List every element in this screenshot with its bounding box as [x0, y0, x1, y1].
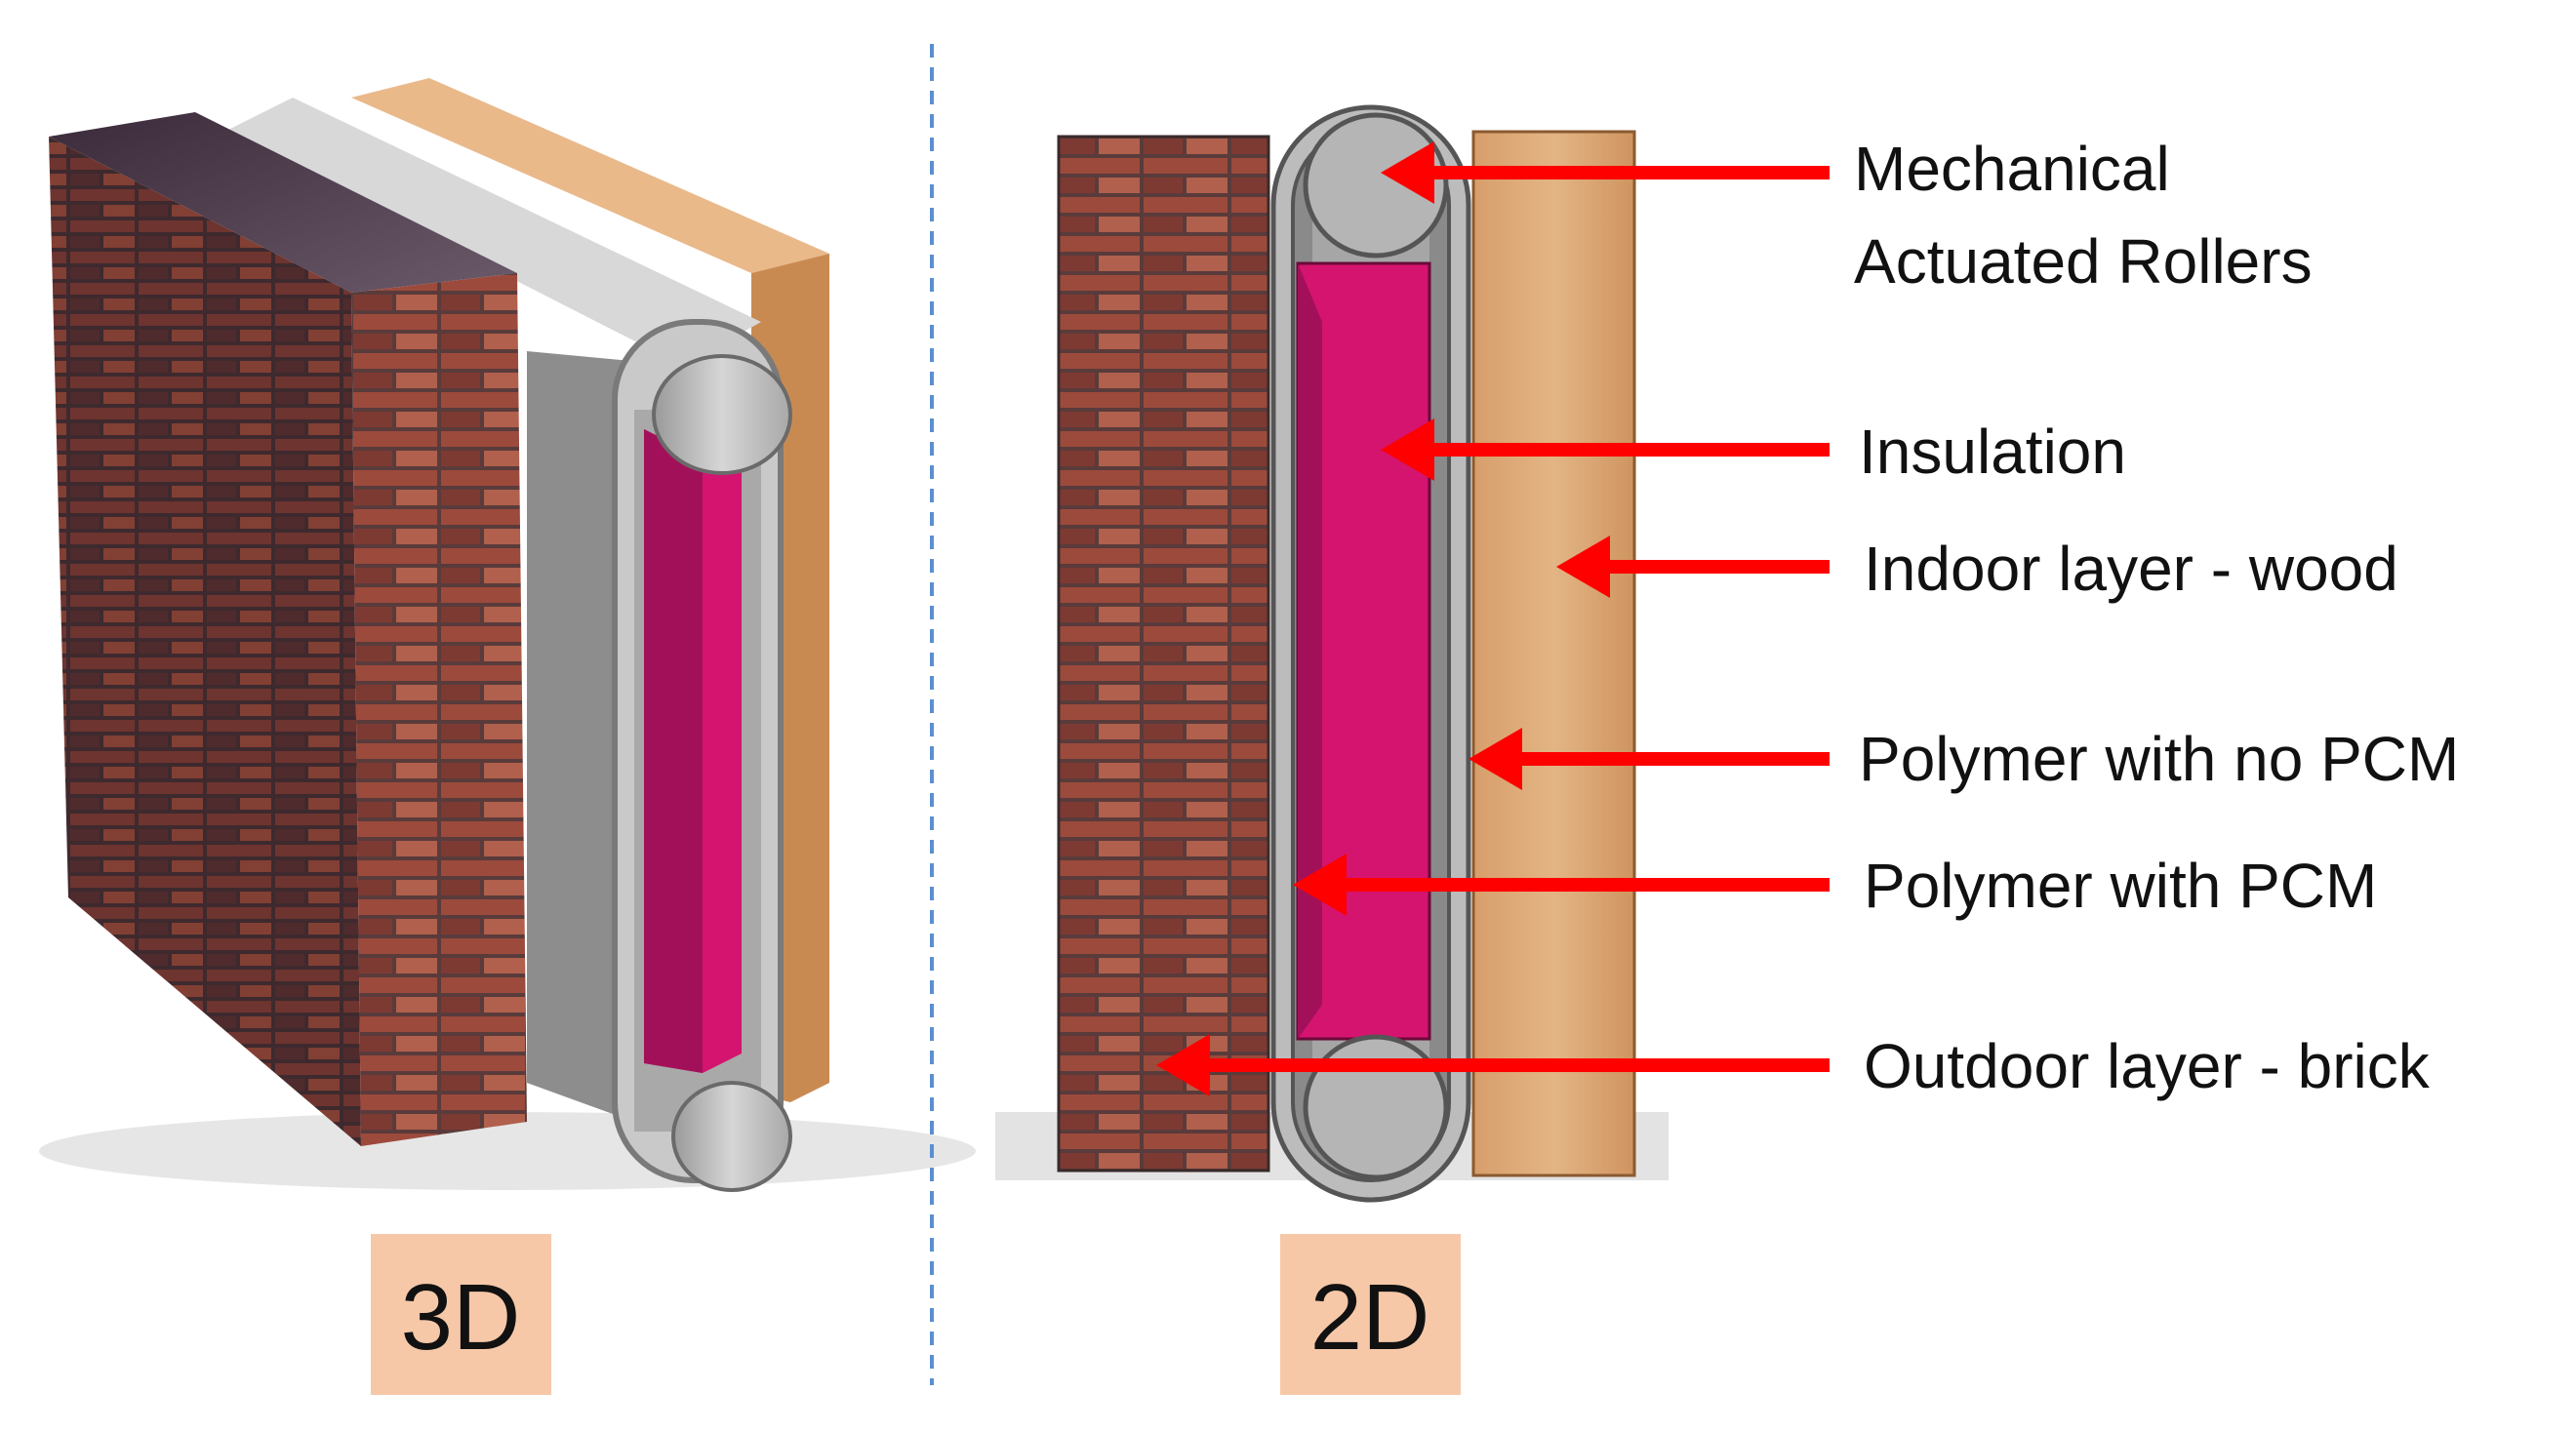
tag-3d: 3D — [371, 1234, 551, 1395]
brick-wall-front — [351, 273, 527, 1146]
top-roller-3d — [652, 354, 792, 475]
top-roller-2d — [1303, 112, 1449, 259]
bottom-roller-2d — [1303, 1034, 1449, 1180]
arrow-polymer-no-pcm — [1512, 752, 1830, 766]
label-insulation: Insulation — [1859, 417, 2126, 487]
tag-2d-text: 2D — [1310, 1265, 1430, 1370]
tag-3d-text: 3D — [401, 1265, 521, 1370]
tag-2d: 2D — [1280, 1234, 1461, 1395]
callout-arrows — [1156, 141, 1830, 1096]
label-rollers-line1: Mechanical — [1854, 134, 2170, 204]
brick-wall-side — [49, 137, 361, 1146]
label-indoor: Indoor layer - wood — [1864, 534, 2398, 604]
brick-wall-top — [49, 112, 517, 293]
label-rollers-line2: Actuated Rollers — [1854, 226, 2313, 297]
brick-layer-2d — [1057, 135, 1270, 1173]
callout-labels: Mechanical Actuated Rollers Insulation I… — [1854, 134, 2459, 1101]
label-polymer-pcm: Polymer with PCM — [1864, 851, 2377, 921]
arrow-outdoor — [1200, 1058, 1830, 1072]
wood-panel-top — [351, 78, 829, 273]
arrow-insulation — [1425, 443, 1830, 457]
wood-layer-2d — [1471, 130, 1636, 1177]
arrow-rollers — [1425, 166, 1830, 179]
arrow-indoor — [1600, 560, 1830, 574]
label-polymer-no-pcm: Polymer with no PCM — [1859, 724, 2459, 794]
label-outdoor: Outdoor layer - brick — [1864, 1031, 2431, 1101]
polymer-sheet-top — [224, 98, 761, 366]
arrow-polymer-pcm — [1337, 878, 1830, 892]
two-d-view — [995, 104, 1669, 1203]
bottom-roller-3d — [671, 1081, 792, 1192]
three-d-view — [39, 78, 976, 1192]
